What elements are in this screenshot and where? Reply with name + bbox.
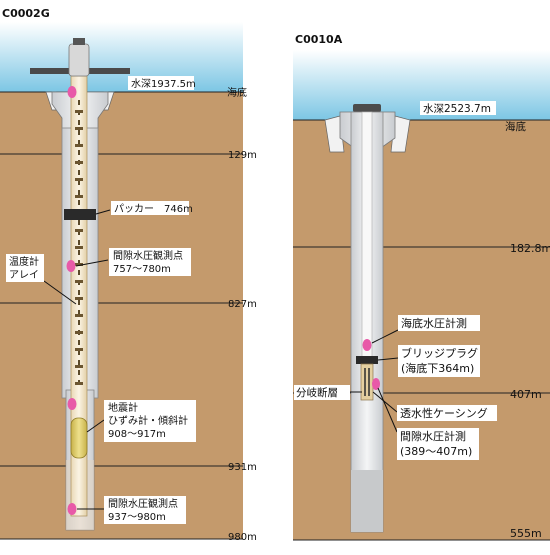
- left-packer-leader: [95, 209, 111, 215]
- temperature-sensor-tick: [75, 280, 83, 283]
- right-seafloor-pressure-box: [398, 315, 480, 331]
- right-splay-fault-box: [294, 385, 350, 400]
- temperature-sensor-tick: [75, 144, 83, 147]
- right-seafloor-pressure-sensor: [362, 339, 372, 351]
- right-wellhead-leg-left: [324, 115, 345, 153]
- left-seis-leader: [86, 419, 105, 433]
- left-seis-line1: 地震計: [108, 401, 138, 414]
- right-bridge-plug-box: [398, 345, 480, 377]
- right-permeable-box: [397, 405, 497, 421]
- right-pore-pressure-box: [397, 428, 479, 460]
- left-pore2-box: [104, 496, 186, 524]
- left-seismometer: [70, 417, 88, 459]
- right-pore-pressure-leader: [377, 387, 398, 433]
- left-temp-line2: アレイ: [9, 270, 39, 281]
- right-permeable-label: 透水性ケーシング: [400, 406, 488, 420]
- left-wellhead-top: [73, 38, 85, 45]
- left-seis-line2: ひずみ計・傾斜計: [108, 414, 188, 427]
- left-sea: [0, 22, 243, 92]
- right-pore-pressure-line2: (389～407m): [400, 445, 472, 458]
- temperature-sensor-tick: [75, 178, 83, 181]
- left-pore1-line1: 間隙水圧観測点: [113, 249, 183, 262]
- right-bridge-plug-line1: ブリッジプラグ: [401, 346, 478, 360]
- left-temp-leader: [43, 280, 77, 305]
- right-water-depth-box: [420, 101, 496, 115]
- left-water-depth-box: [128, 76, 194, 90]
- left-packer-label: パッカー 746m: [114, 203, 193, 215]
- temperature-sensor-tick: [75, 365, 83, 368]
- right-inner-tube: [361, 111, 373, 368]
- left-depth-129m: 129m: [228, 150, 257, 161]
- left-well: C0002G: [0, 7, 257, 543]
- left-depth-931m: 931m: [228, 462, 257, 473]
- left-pore1-line2: 757～780m: [113, 264, 171, 275]
- left-packer-box: [111, 201, 189, 215]
- right-pore-pressure-line1: 間隙水圧計測: [400, 429, 466, 443]
- left-pore2-line1: 間隙水圧観測点: [108, 497, 178, 510]
- temperature-sensor-tick: [75, 382, 83, 385]
- left-depth-827m: 827m: [228, 299, 257, 310]
- temperature-sensor-tick: [75, 110, 83, 113]
- temperature-sensor-tick: [75, 161, 83, 164]
- right-cement-fill: [351, 470, 383, 532]
- right-permeable-casing: [360, 363, 374, 401]
- temperature-sensor-tick: [75, 348, 83, 351]
- right-bridge-plug: [356, 356, 378, 364]
- right-depth-555m: 555m: [510, 527, 542, 540]
- left-pore-pressure-sensor-2: [67, 503, 77, 515]
- left-well-name: C0002G: [2, 7, 50, 20]
- left-seafloor-label: 海底: [227, 86, 247, 99]
- left-top-pressure-port: [67, 86, 77, 98]
- left-seis-box: [104, 400, 196, 442]
- left-sediment: [0, 92, 243, 539]
- temperature-sensor-tick: [75, 297, 83, 300]
- left-pore2-line2: 937～980m: [108, 512, 166, 523]
- left-pore-pressure-sensor-1: [66, 260, 76, 272]
- right-depth-182m: 182.8m: [510, 242, 550, 255]
- temperature-sensor-tick: [75, 314, 83, 317]
- left-packer: [64, 209, 96, 220]
- right-permeable-leader: [372, 391, 398, 413]
- left-wellhead-cap: [68, 43, 90, 77]
- right-splay-fault-label: 分岐断層: [296, 386, 338, 399]
- right-well-name: C0010A: [295, 33, 343, 46]
- left-pore1-box: [109, 248, 191, 276]
- left-temp-box: [6, 254, 44, 282]
- right-seafloor-label: 海底: [505, 120, 526, 133]
- right-bridge-plug-leader: [377, 357, 399, 361]
- right-depth-407m: 407m: [510, 388, 542, 401]
- right-water-depth: 水深2523.7m: [423, 103, 491, 115]
- temperature-sensor-tick: [75, 246, 83, 249]
- left-depth-980m: 980m: [228, 532, 257, 543]
- right-wellhead-cap: [353, 104, 381, 112]
- right-well: C0010A 水深2523.7m 海底: [293, 33, 550, 541]
- left-temp-line1: 温度計: [9, 255, 39, 268]
- temperature-sensor-tick: [75, 263, 83, 266]
- right-bridge-plug-line2: (海底下364m): [401, 361, 474, 375]
- left-pore-pressure-sensor-mid: [67, 398, 77, 410]
- temperature-sensor-tick: [75, 195, 83, 198]
- left-pore1-leader: [75, 259, 109, 267]
- right-seafloor-pressure-label: 海底水圧計測: [401, 316, 467, 330]
- right-seafloor-pressure-leader: [371, 329, 399, 344]
- temperature-sensor-tick: [75, 229, 83, 232]
- temperature-sensor-tick: [75, 331, 83, 334]
- right-pore-pressure-sensor: [372, 378, 380, 390]
- temperature-sensor-tick: [75, 127, 83, 130]
- left-seis-line3: 908～917m: [108, 429, 166, 440]
- left-water-depth: 水深1937.5m: [131, 78, 196, 90]
